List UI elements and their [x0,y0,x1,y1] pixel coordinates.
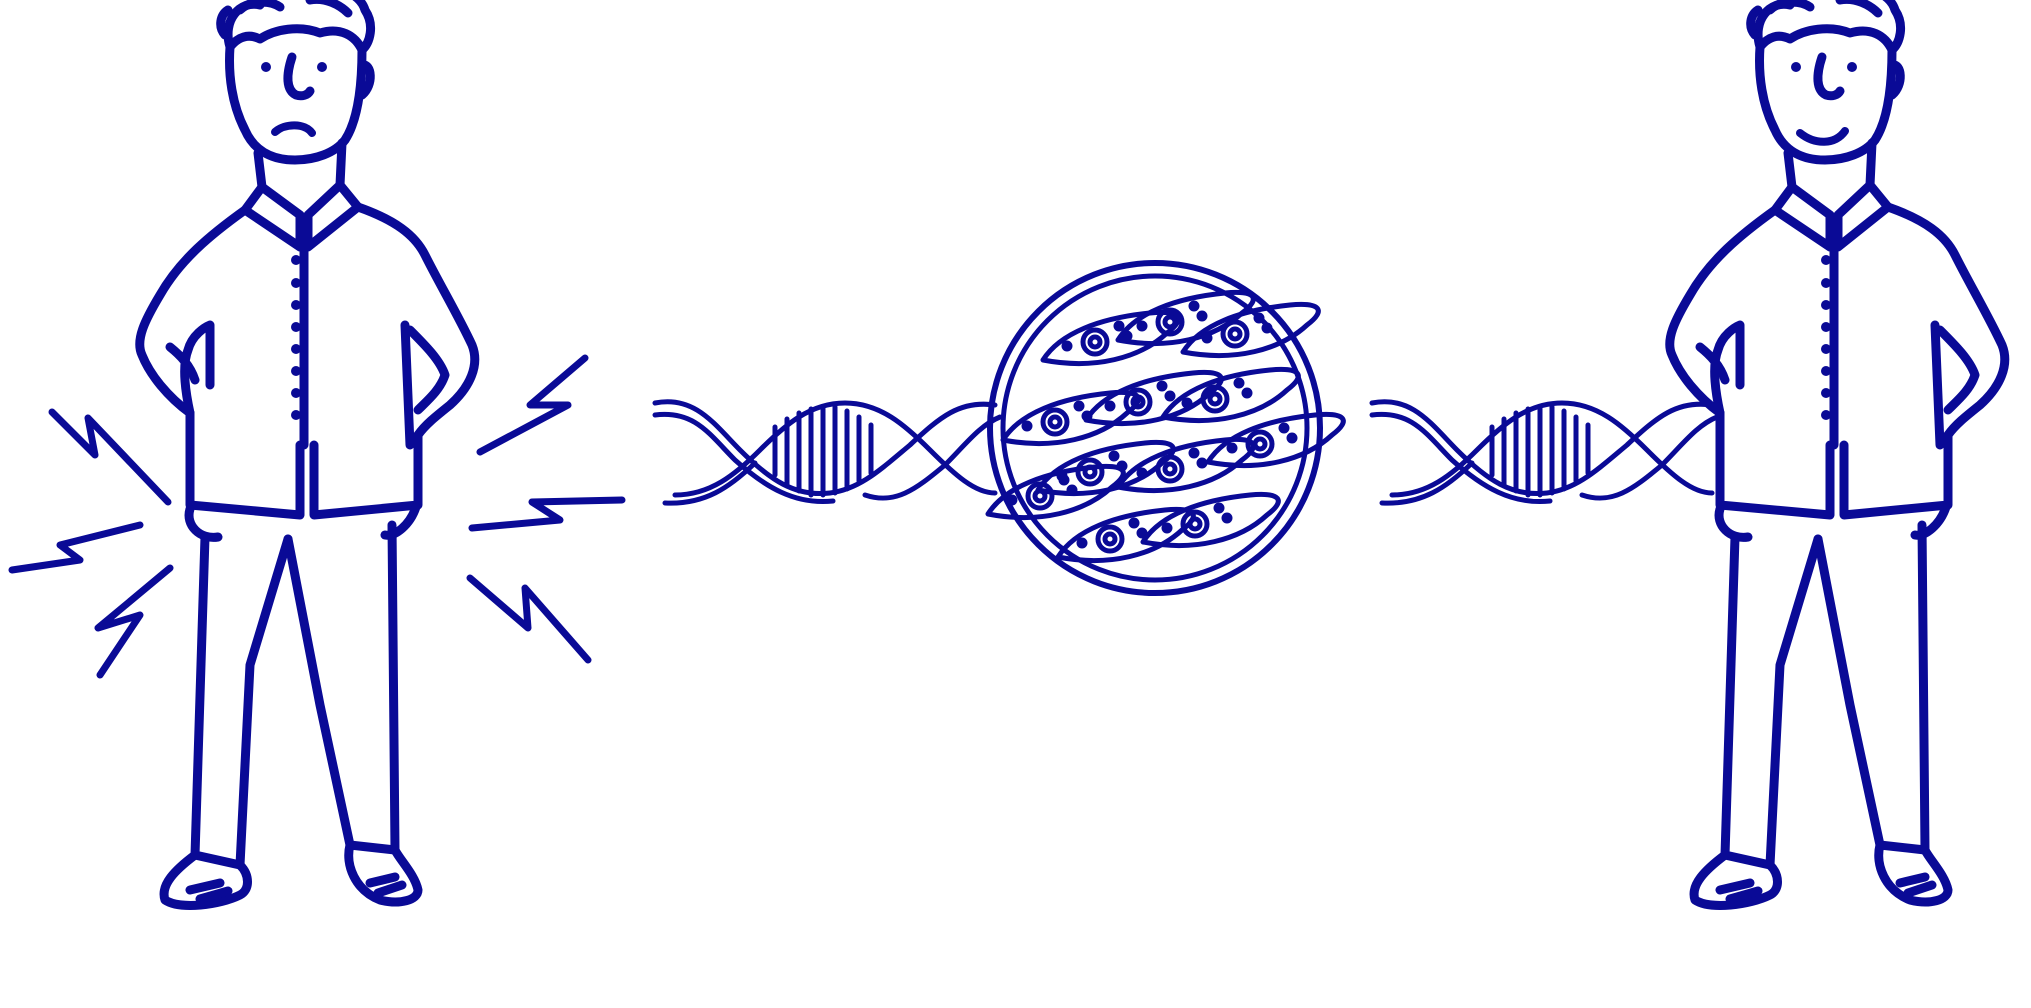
dna-helix-icon [655,402,1000,503]
dna-helix-icon [1372,402,1717,503]
person-in-pain-figure [140,0,475,905]
person-healed-figure [1670,0,2005,905]
smile-mouth [1800,131,1845,142]
frown-mouth [275,125,312,133]
cell-culture-dish-icon [988,263,1343,593]
